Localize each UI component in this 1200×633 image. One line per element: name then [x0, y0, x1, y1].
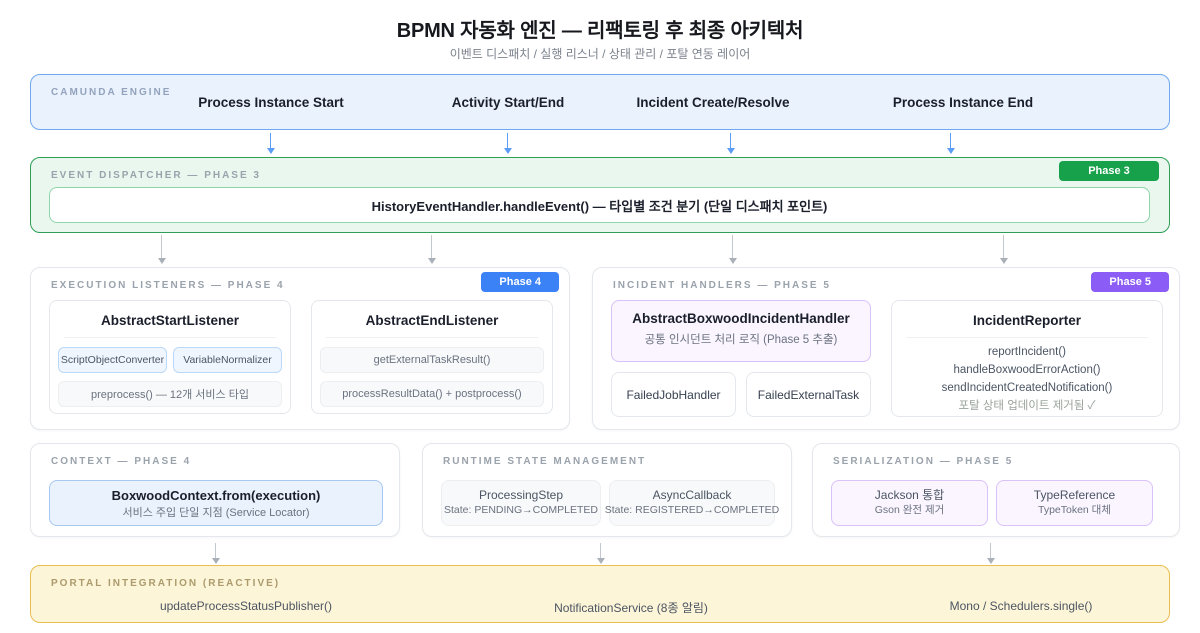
failed-job-handler-card: FailedJobHandler: [611, 372, 736, 417]
flow-arrow-down-icon: [596, 543, 605, 564]
notification-service: NotificationService (8종 알림): [554, 601, 708, 615]
chip-script-object-converter: ScriptObjectConverter: [58, 347, 167, 373]
type-reference-subtitle: TypeToken 대체: [1037, 504, 1112, 516]
divider: [326, 337, 538, 338]
runtime-state-panel: RUNTIME STATE MANAGEMENT ProcessingStep …: [422, 443, 792, 537]
abstract-boxwood-incident-handler-subtitle: 공통 인시던트 처리 로직 (Phase 5 추출): [644, 334, 838, 346]
flow-arrow-down-icon: [157, 235, 166, 264]
boxwood-context-card: BoxwoodContext.from(execution) 서비스 주입 단일…: [49, 480, 383, 526]
send-incident-created-notification-method: sendIncidentCreatedNotification(): [941, 382, 1113, 394]
incident-handlers-panel: INCIDENT HANDLERS — PHASE 5 Phase 5 Abst…: [592, 267, 1180, 430]
phase5-badge: Phase 5: [1091, 272, 1169, 292]
preprocess-chip: preprocess() — 12개 서비스 타입: [58, 381, 282, 407]
flow-arrow-down-icon: [211, 543, 220, 564]
flow-arrow-down-icon: [946, 133, 955, 154]
event-incident-create-resolve: Incident Create/Resolve: [636, 95, 790, 110]
abstract-boxwood-incident-handler-title: AbstractBoxwoodIncidentHandler: [632, 311, 850, 326]
boxwood-context-title: BoxwoodContext.from(execution): [111, 488, 321, 503]
serialization-label: SERIALIZATION — PHASE 5: [833, 456, 1014, 467]
abstract-end-listener-title: AbstractEndListener: [365, 313, 499, 328]
abstract-start-listener-card: AbstractStartListener ScriptObjectConver…: [49, 300, 291, 414]
portal-update-removed-note: 포탈 상태 업데이트 제거됨 ✓: [958, 400, 1096, 412]
page-subtitle: 이벤트 디스패치 / 실행 리스너 / 상태 관리 / 포탈 연동 레이어: [449, 47, 751, 61]
divider: [906, 337, 1148, 338]
flow-arrow-down-icon: [266, 133, 275, 154]
failed-external-task-card: FailedExternalTask: [746, 372, 871, 417]
update-process-status-publisher: updateProcessStatusPublisher(): [159, 599, 333, 613]
event-dispatcher-panel: EVENT DISPATCHER — PHASE 3 Phase 3 Histo…: [30, 157, 1170, 233]
event-process-instance-start: Process Instance Start: [198, 95, 344, 110]
get-external-task-result-chip: getExternalTaskResult(): [320, 347, 544, 373]
flow-arrow-down-icon: [503, 133, 512, 154]
chip-variable-normalizer: VariableNormalizer: [173, 347, 282, 373]
event-activity-start-end: Activity Start/End: [451, 95, 565, 110]
type-reference-card: TypeReference TypeToken 대체: [996, 480, 1153, 526]
process-result-data-chip: processResultData() + postprocess(): [320, 381, 544, 407]
phase3-badge: Phase 3: [1059, 161, 1159, 181]
jackson-title: Jackson 통합: [874, 488, 945, 502]
mono-schedulers-single: Mono / Schedulers.single(): [949, 599, 1093, 613]
jackson-subtitle: Gson 완전 제거: [874, 504, 945, 516]
jackson-card: Jackson 통합 Gson 완전 제거: [831, 480, 988, 526]
processing-step-state: State: PENDING→COMPLETED: [443, 504, 599, 516]
divider: [64, 337, 276, 338]
boxwood-context-subtitle: 서비스 주입 단일 지점 (Service Locator): [122, 507, 310, 519]
camunda-engine-panel: CAMUNDA ENGINE Process Instance Start Ac…: [30, 74, 1170, 130]
flow-arrow-down-icon: [999, 235, 1008, 264]
async-callback-title: AsyncCallback: [652, 488, 732, 502]
page-title: BPMN 자동화 엔진 — 리팩토링 후 최종 아키텍처: [396, 20, 804, 42]
abstract-start-listener-title: AbstractStartListener: [100, 313, 240, 328]
flow-arrow-down-icon: [986, 543, 995, 564]
serialization-panel: SERIALIZATION — PHASE 5 Jackson 통합 Gson …: [812, 443, 1180, 537]
incident-reporter-card: IncidentReporter reportIncident() handle…: [891, 300, 1163, 417]
async-callback-card: AsyncCallback State: REGISTERED→COMPLETE…: [605, 480, 779, 526]
event-dispatcher-label: EVENT DISPATCHER — PHASE 3: [51, 170, 261, 181]
abstract-boxwood-incident-handler-card: AbstractBoxwoodIncidentHandler 공통 인시던트 처…: [611, 300, 871, 362]
portal-integration-panel: PORTAL INTEGRATION (REACTIVE) updateProc…: [30, 565, 1170, 623]
abstract-end-listener-card: AbstractEndListener getExternalTaskResul…: [311, 300, 553, 414]
type-reference-title: TypeReference: [1033, 488, 1116, 502]
execution-listeners-panel: EXECUTION LISTENERS — PHASE 4 Phase 4 Ab…: [30, 267, 570, 430]
event-process-instance-end: Process Instance End: [892, 95, 1034, 110]
phase4-badge: Phase 4: [481, 272, 559, 292]
flow-arrow-down-icon: [427, 235, 436, 264]
processing-step-title: ProcessingStep: [478, 488, 564, 502]
context-label: CONTEXT — PHASE 4: [51, 456, 192, 467]
context-panel: CONTEXT — PHASE 4 BoxwoodContext.from(ex…: [30, 443, 400, 537]
runtime-state-label: RUNTIME STATE MANAGEMENT: [443, 456, 647, 467]
flow-arrow-down-icon: [728, 235, 737, 264]
report-incident-method: reportIncident(): [988, 346, 1066, 358]
flow-arrow-down-icon: [726, 133, 735, 154]
camunda-engine-label: CAMUNDA ENGINE: [51, 87, 172, 98]
incident-handlers-label: INCIDENT HANDLERS — PHASE 5: [613, 280, 831, 291]
async-callback-state: State: REGISTERED→COMPLETED: [604, 504, 780, 516]
portal-integration-label: PORTAL INTEGRATION (REACTIVE): [51, 578, 281, 589]
incident-reporter-title: IncidentReporter: [972, 313, 1081, 328]
history-event-handler-box: HistoryEventHandler.handleEvent() — 타입별 …: [49, 187, 1150, 223]
execution-listeners-label: EXECUTION LISTENERS — PHASE 4: [51, 280, 285, 291]
handle-boxwood-error-action-method: handleBoxwoodErrorAction(): [953, 364, 1101, 376]
processing-step-card: ProcessingStep State: PENDING→COMPLETED: [441, 480, 601, 526]
